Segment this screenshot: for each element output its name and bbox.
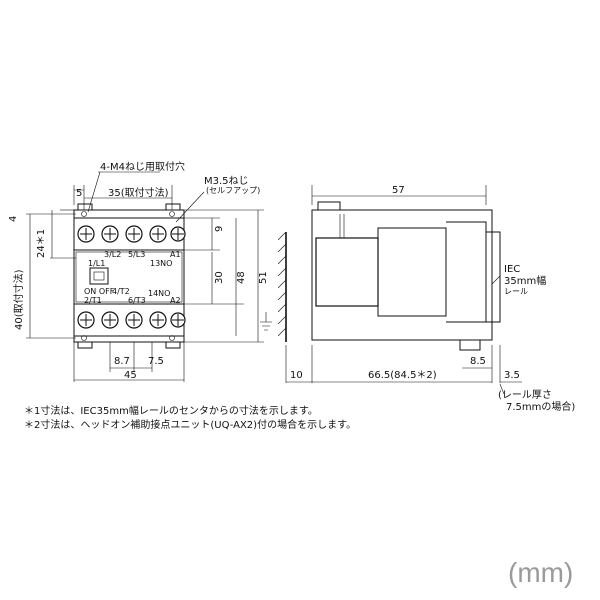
top-mount-tabs (77, 203, 181, 210)
bottom-screw-row (77, 311, 186, 329)
footnote-2: ＊2寸法は、ヘッドオン補助接点ユニット(UQ-AX2)付の場合を示します。 (24, 418, 356, 431)
unit-label: (mm) (508, 557, 573, 588)
footnote-1: ＊1寸法は、IEC35mm幅レールのセンタからの寸法を示します。 (24, 404, 318, 417)
label-iec: IEC (504, 264, 520, 275)
dim-8-7: 8.7 (114, 356, 130, 367)
label-screw: M3.5ねじ (204, 175, 249, 187)
label-rail-thickness-2: 7.5mmの場合) (506, 400, 575, 413)
dim-35-mount: 35(取付寸法) (108, 186, 169, 199)
dim-10: 10 (290, 370, 303, 381)
dim-5: 5 (76, 188, 82, 199)
surface-hatch (277, 231, 287, 337)
screw-icon (125, 225, 143, 243)
middle-panel (75, 251, 183, 303)
dim-51: 51 (258, 271, 269, 284)
screw-icon (101, 311, 119, 329)
terminal-label-6-t3: 6/T3 (128, 296, 146, 305)
dim-24: 24＊1 (36, 229, 47, 258)
dim-8-5: 8.5 (470, 356, 486, 367)
bottom-mount-tabs (77, 342, 181, 349)
dim-30: 30 (214, 271, 225, 284)
mount-hole-icon (169, 335, 175, 341)
label-screw-note: (セルフアップ) (206, 186, 260, 195)
screw-icon (170, 312, 186, 328)
terminal-label-a1: A1 (170, 250, 181, 259)
front-dimensions: 5 35(取付寸法) 4-M4ねじ用取付穴 M3.5ねじ (セルフアップ) 4 … (8, 160, 269, 382)
indicator-window (93, 271, 105, 281)
side-view (260, 201, 501, 351)
terminal-label-14no: 14NO (148, 289, 170, 298)
operation-indicator (89, 267, 109, 285)
dim-9: 9 (214, 226, 225, 232)
mount-hole-icon (81, 335, 87, 341)
front-view: 1/L1 3/L2 5/L3 13NO A1 ON OFF 2/T1 4/T2 … (73, 203, 186, 349)
footnotes: ＊1寸法は、IEC35mm幅レールのセンタからの寸法を示します。 ＊2寸法は、ヘ… (24, 404, 356, 431)
terminal-label-2-t1: 2/T1 (84, 296, 102, 305)
label-mount-hole: 4-M4ねじ用取付穴 (100, 160, 185, 173)
terminal-label-a2: A2 (170, 296, 181, 305)
dim-4: 4 (8, 216, 19, 222)
terminal-label-3-l2: 3/L2 (104, 250, 121, 259)
terminal-label-5-l3: 5/L3 (128, 250, 145, 259)
contact-section (377, 227, 447, 317)
label-iec-rail: レール (504, 287, 528, 296)
dim-7-5: 7.5 (148, 356, 164, 367)
screw-icon (149, 311, 167, 329)
dim-45: 45 (124, 370, 137, 381)
screw-icon (77, 311, 95, 329)
din-rail-clip (485, 231, 501, 323)
side-dimensions: 57 10 66.5(84.5＊2) 8.5 3.5 IEC 35mm幅 レール… (285, 185, 575, 413)
dim-66-5: 66.5(84.5＊2) (368, 370, 437, 381)
ground-icon (260, 312, 272, 331)
onoff-label: ON OFF (84, 287, 115, 296)
dim-48: 48 (236, 271, 247, 284)
screw-icon (125, 311, 143, 329)
side-body-outline (311, 209, 493, 341)
mount-hole-icon (169, 211, 175, 217)
label-iec-35mm: 35mm幅 (504, 274, 546, 287)
screw-icon (149, 225, 167, 243)
screw-icon (77, 225, 95, 243)
coil-section (315, 237, 379, 307)
dim-3-5: 3.5 (504, 370, 520, 381)
dim-57: 57 (392, 185, 405, 196)
screw-icon (170, 226, 186, 242)
top-screw-row (77, 225, 186, 243)
terminal-label-4-t2: 4/T2 (112, 287, 130, 296)
mount-hole-icon (81, 211, 87, 217)
dim-40-mount: 40(取付寸法) (12, 269, 25, 330)
label-rail-thickness-1: (レール厚さ (498, 389, 552, 401)
terminal-label-1-l1: 1/L1 (88, 259, 105, 268)
terminal-label-13no: 13NO (150, 259, 172, 268)
front-body-outline (73, 209, 185, 343)
screw-icon (101, 225, 119, 243)
